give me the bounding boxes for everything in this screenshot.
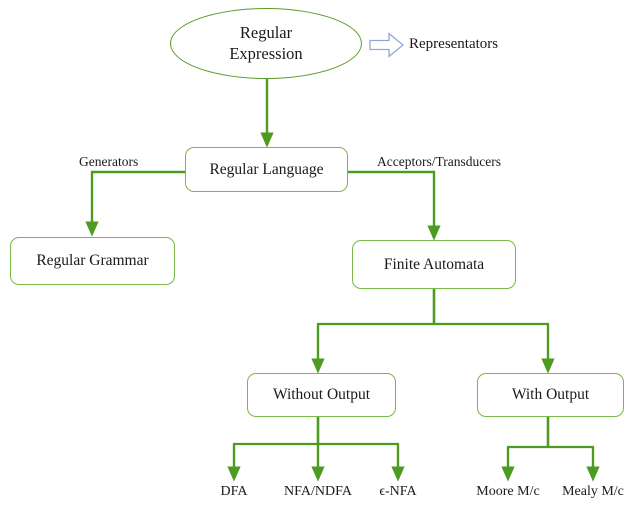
leaf-label-nfa-ndfa: NFA/NDFA [284, 484, 352, 499]
node-without-output-label: Without Output [272, 386, 371, 404]
edge-label-generators: Generators [79, 154, 139, 169]
edge-regular-language-to-finite-automata [348, 170, 441, 241]
leaf-label-dfa: DFA [220, 484, 248, 499]
representators-note: Representators [409, 36, 499, 52]
node-regular-expression-label-line2: Expression [229, 43, 303, 63]
node-with-output[interactable]: With Output [477, 373, 624, 417]
node-regular-language-label: Regular Language [209, 160, 324, 178]
edge-label-acceptors-transducers: Acceptors/Transducers [377, 154, 501, 169]
node-with-output-label: With Output [511, 386, 590, 404]
block-right-arrow-icon [369, 32, 405, 58]
node-regular-grammar[interactable]: Regular Grammar [10, 237, 175, 285]
node-finite-automata[interactable]: Finite Automata [352, 240, 516, 289]
node-regular-grammar-label: Regular Grammar [36, 252, 149, 270]
node-regular-expression[interactable]: Regular Expression [170, 8, 362, 79]
node-regular-language[interactable]: Regular Language [185, 147, 348, 192]
edge-regular-language-to-regular-grammar [85, 170, 185, 237]
leaf-label-moore-machine: Moore M/c [476, 484, 540, 499]
leaf-label-epsilon-nfa: ϵ-NFA [379, 484, 417, 499]
node-without-output[interactable]: Without Output [247, 373, 396, 417]
node-finite-automata-label: Finite Automata [383, 255, 485, 273]
node-regular-expression-label-line1: Regular [239, 23, 293, 43]
leaf-label-mealy-machine: Mealy M/c [562, 484, 624, 499]
node-regular-expression-label: Regular Expression [229, 23, 302, 63]
